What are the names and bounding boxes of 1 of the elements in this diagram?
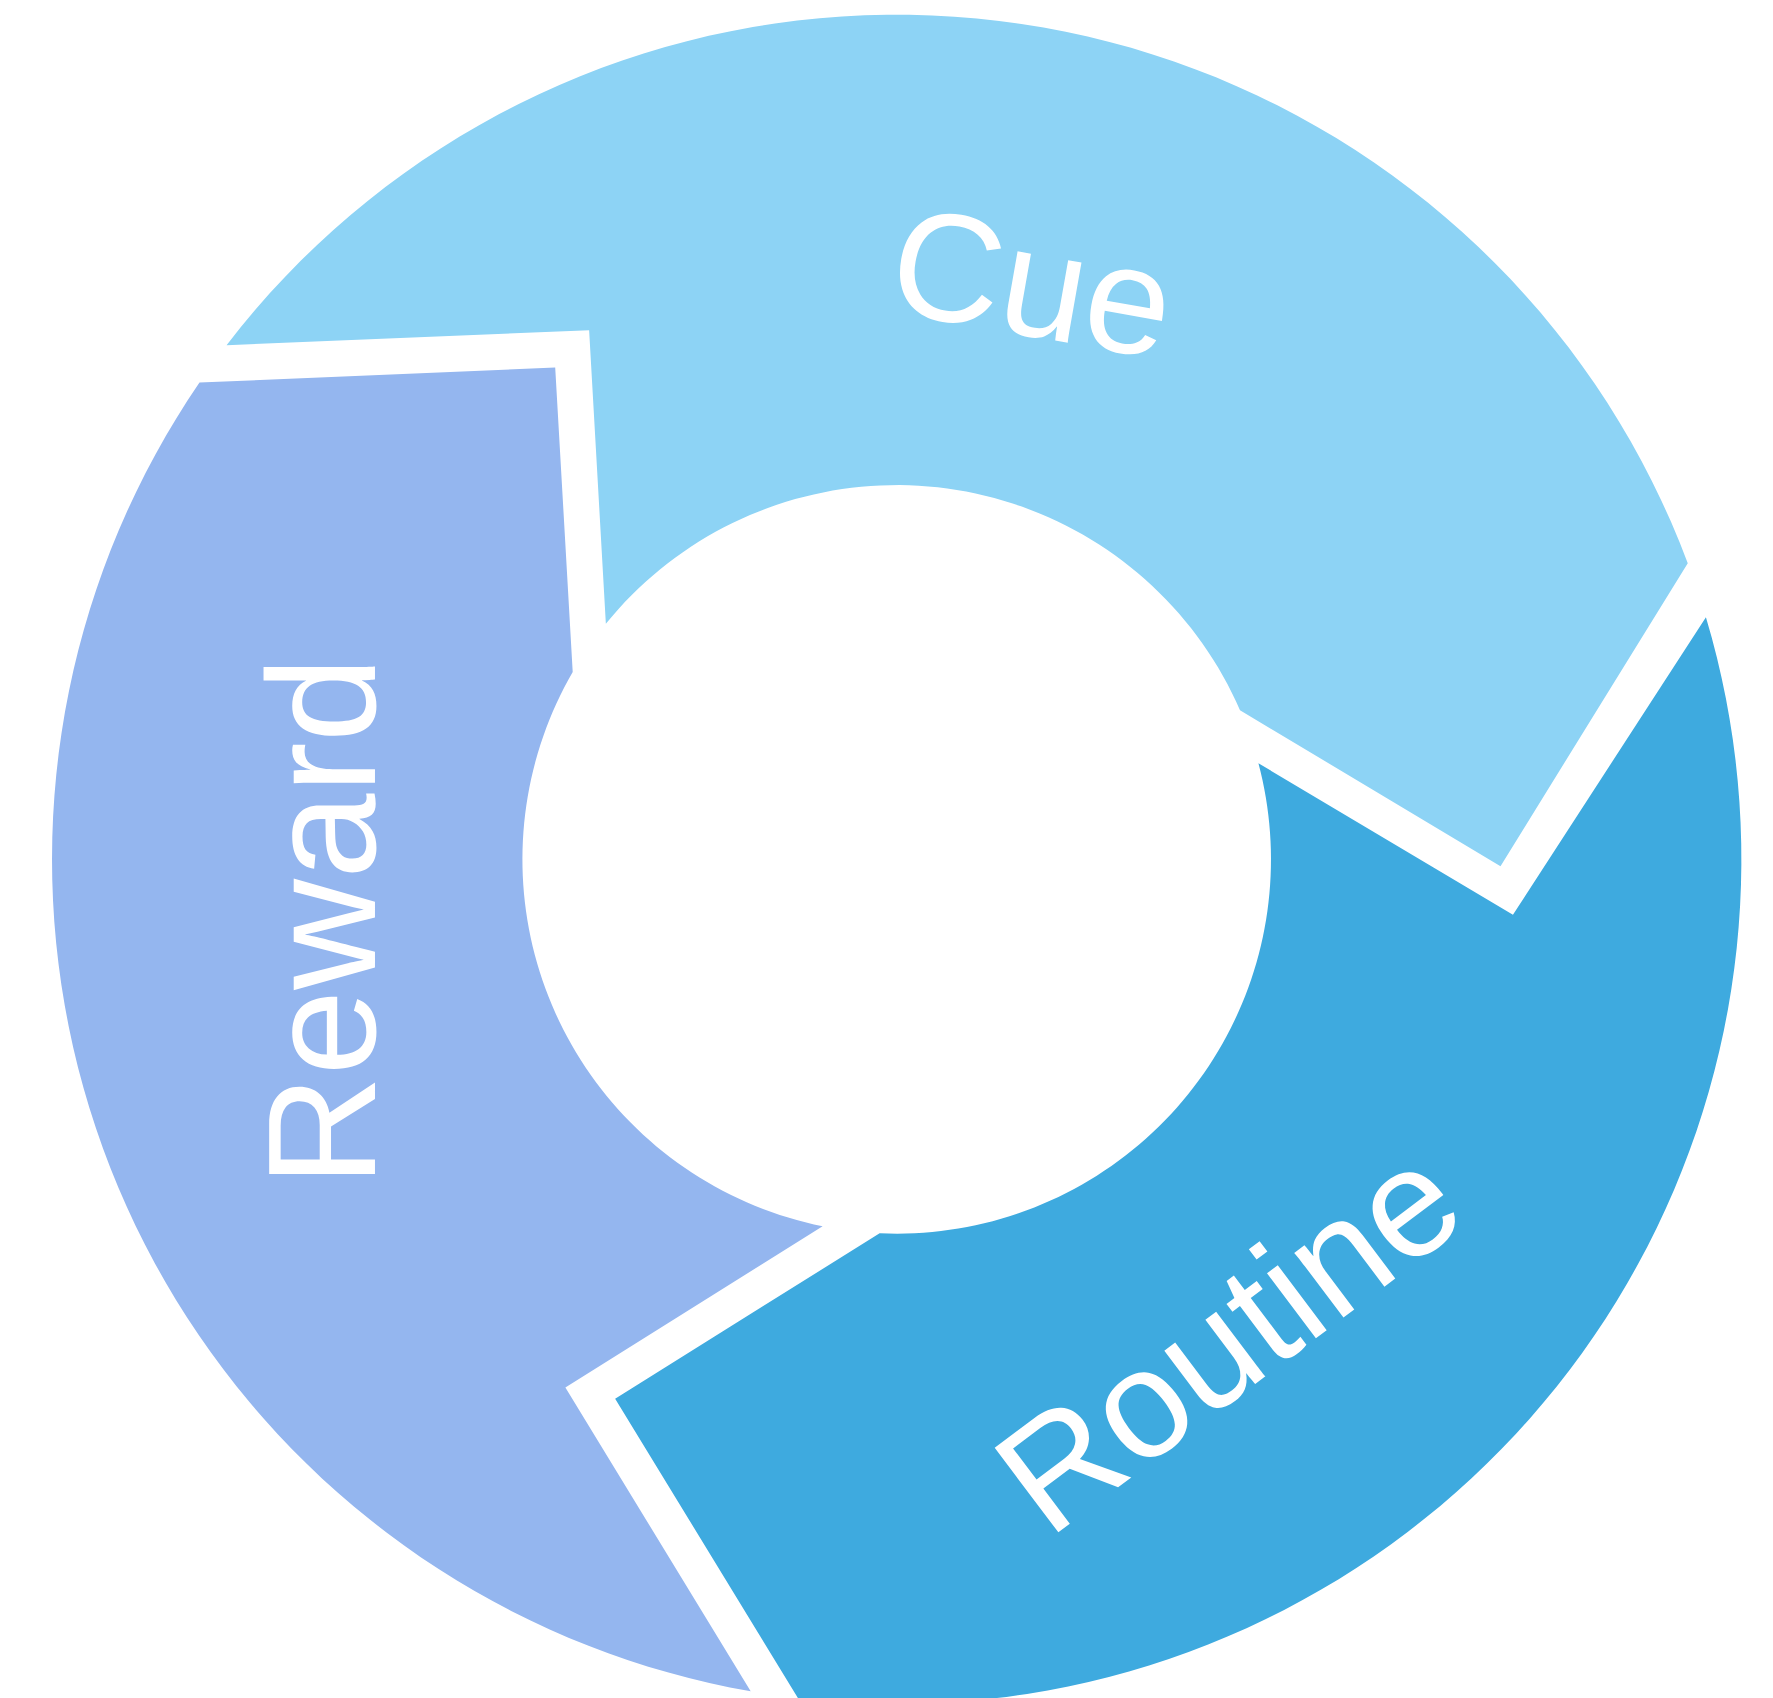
cycle-segment: Reward [52,367,823,1692]
